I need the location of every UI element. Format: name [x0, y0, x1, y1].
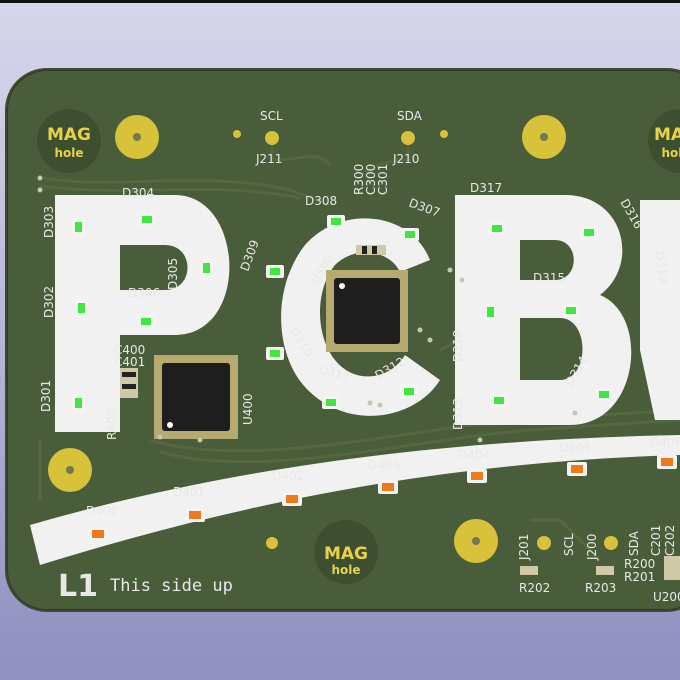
label-r200: R200 — [624, 557, 655, 571]
mag-hole-1-line1: MAG — [47, 125, 91, 145]
label-d401: D401 — [173, 485, 205, 499]
leds-orange — [88, 455, 677, 541]
label-c400: C400 — [114, 343, 145, 357]
letter-p — [55, 195, 230, 432]
letter-w — [640, 200, 680, 420]
label-d308: D308 — [305, 194, 337, 208]
ic-u400 — [154, 355, 238, 439]
side-text: This side up — [110, 576, 233, 596]
layer-label: L1 — [58, 569, 98, 604]
pcbw-silk-logo — [55, 195, 680, 432]
label-d313: D313 — [451, 398, 465, 430]
mag-hole-2-line2: hole — [661, 146, 680, 160]
label-d400: D400 — [86, 504, 118, 518]
label-d317: D317 — [470, 181, 502, 195]
label-r300: R300 — [352, 164, 366, 195]
mag-hole-1-line2: hole — [54, 146, 83, 160]
label-scl-bottom: SCL — [562, 533, 576, 556]
label-u400: U400 — [241, 393, 255, 425]
label-u200: U200 — [653, 590, 680, 604]
letter-b — [455, 195, 632, 425]
label-d315: D315 — [533, 271, 565, 285]
label-d319: D319 — [652, 250, 671, 284]
label-d303: D303 — [42, 206, 56, 238]
label-r400: R400 — [105, 409, 119, 440]
label-j211: J211 — [255, 152, 282, 166]
mag-hole-3-line2: hole — [331, 563, 360, 577]
vias — [37, 175, 578, 443]
window-top-edge — [0, 0, 680, 3]
mag-hole-3-line1: MAG — [324, 544, 368, 564]
label-d302: D302 — [42, 286, 56, 318]
label-d307: D307 — [407, 196, 442, 220]
label-c301: C301 — [376, 164, 390, 195]
label-j200: J200 — [585, 534, 599, 561]
label-c401: C401 — [114, 355, 145, 369]
mag-holes — [37, 109, 680, 584]
label-r202: R202 — [519, 581, 550, 595]
label-c202: C202 — [663, 525, 677, 556]
passives — [120, 245, 680, 580]
label-scl-top: SCL — [260, 109, 283, 123]
label-d405: D405 — [559, 441, 591, 455]
label-c201: C201 — [649, 525, 663, 556]
copper-traces — [38, 138, 680, 562]
label-r203: R203 — [585, 581, 616, 595]
label-sda-bottom: SDA — [627, 530, 641, 556]
label-d406: D406 — [650, 436, 680, 450]
label-c300: C300 — [364, 164, 378, 195]
label-d301: D301 — [39, 380, 53, 412]
mag-hole-2-line1: MAG — [654, 125, 680, 145]
silk-swoosh — [30, 435, 680, 565]
label-sda-top: SDA — [397, 109, 423, 123]
label-d305: D305 — [166, 258, 180, 290]
leds-green — [72, 213, 613, 412]
label-r201: R201 — [624, 570, 655, 584]
label-d306: D306 — [128, 286, 160, 300]
label-d318: D318 — [451, 330, 465, 362]
label-d402: D402 — [272, 469, 304, 483]
label-j210: J210 — [392, 152, 419, 166]
label-d404: D404 — [458, 448, 490, 462]
gold-pads — [48, 115, 618, 563]
label-d304: D304 — [122, 186, 154, 200]
letter-c — [281, 218, 440, 416]
label-j201: J201 — [517, 534, 531, 561]
label-d309: D309 — [238, 238, 262, 273]
label-d403: D403 — [368, 458, 400, 472]
mag-hole-labels: MAG hole MAG hole MAG hole — [47, 125, 680, 577]
ic-u300 — [326, 270, 408, 352]
